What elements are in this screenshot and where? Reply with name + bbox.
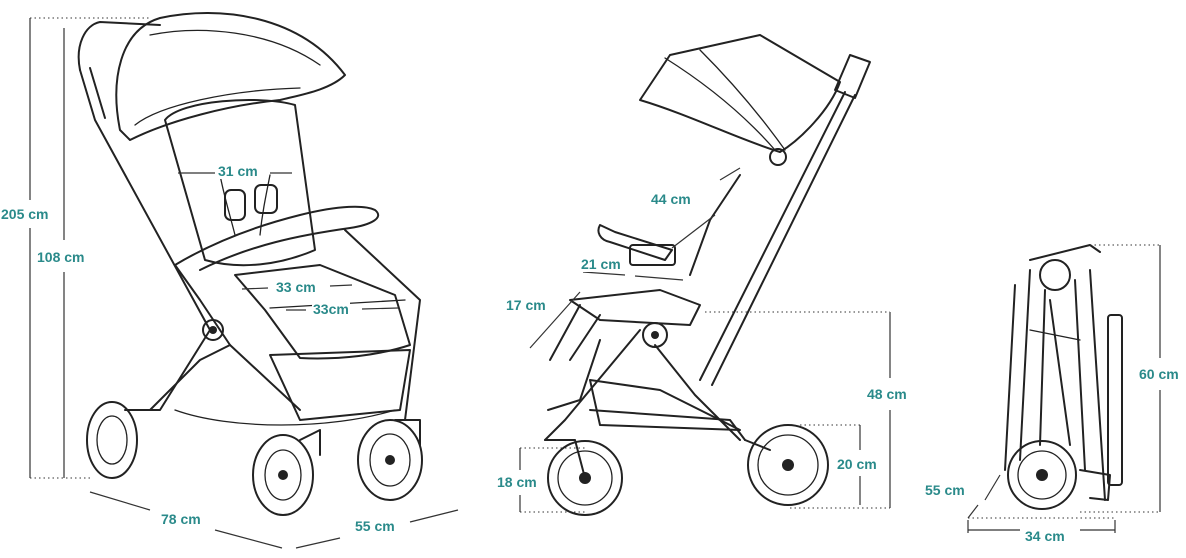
folded-height-label: 60 cm xyxy=(1138,366,1180,382)
rear-wheel-diameter-label: 20 cm xyxy=(836,456,878,472)
folded-width-label: 34 cm xyxy=(1024,528,1066,544)
seat-width-label: 31 cm xyxy=(217,163,259,179)
front-seat-height-label: 108 cm xyxy=(36,249,86,265)
bumper-length-label: 21 cm xyxy=(580,256,622,272)
seat-height-label: 48 cm xyxy=(866,386,908,402)
front-total-height-label: 205 cm xyxy=(0,206,50,222)
folded-view-dimension-lines xyxy=(967,244,1161,533)
side-view-stroller xyxy=(544,34,871,516)
footrest-length-label: 17 cm xyxy=(505,297,547,313)
folded-depth-label: 55 cm xyxy=(924,482,966,498)
front-wheel-diameter-label: 18 cm xyxy=(496,474,538,490)
front-view-dimension-lines xyxy=(29,17,459,549)
length-label: 78 cm xyxy=(160,511,202,527)
width-label: 55 cm xyxy=(354,518,396,534)
backrest-length-label: 44 cm xyxy=(650,191,692,207)
front-view-stroller xyxy=(77,12,423,516)
seat-depth-label: 33cm xyxy=(312,301,350,317)
side-view-dimension-lines xyxy=(519,167,891,513)
bumper-bar-width-label: 33 cm xyxy=(275,279,317,295)
folded-view-stroller xyxy=(1004,244,1123,510)
